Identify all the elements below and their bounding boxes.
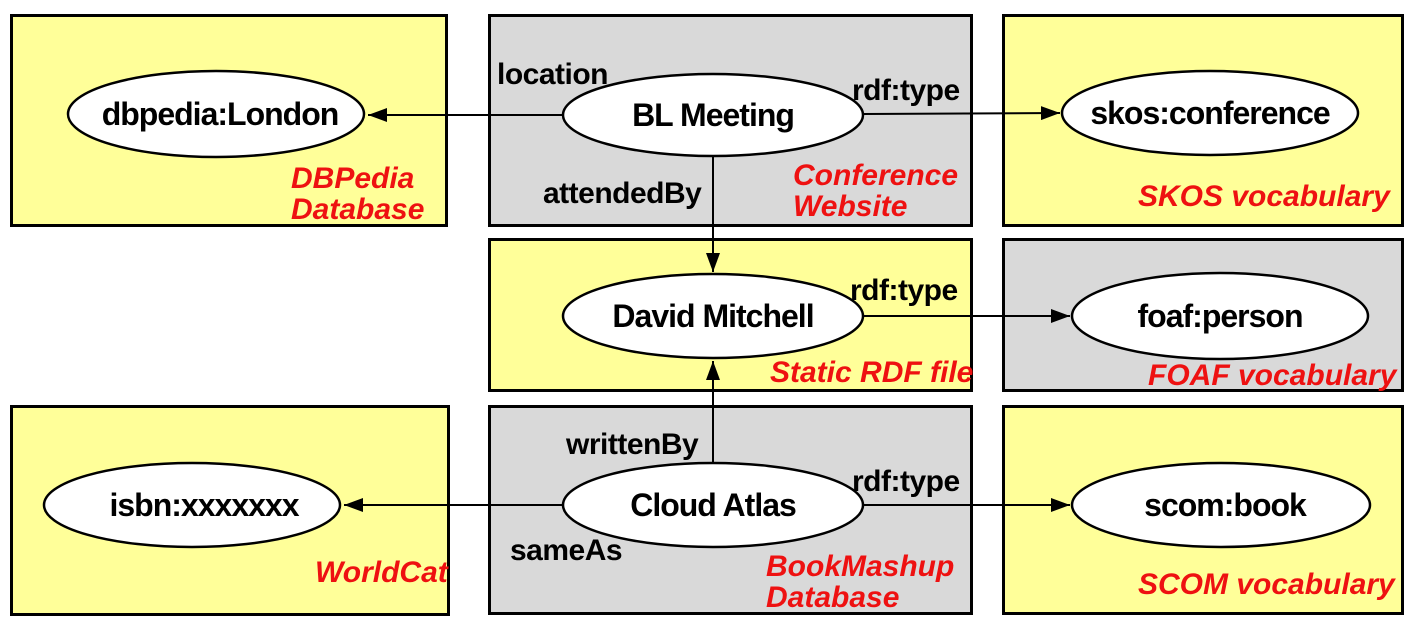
region-caption-bookmashup-database: BookMashup Database: [766, 551, 954, 613]
node-label-skos-conference: skos:conference: [1090, 95, 1330, 131]
region-caption-worldcat: WorldCat: [315, 557, 448, 588]
edge-label-rdf-type-person: rdf:type: [850, 274, 958, 307]
node-ellipse-dbpedia-london: [66, 69, 366, 159]
caption-line: FOAF vocabulary: [1148, 359, 1397, 392]
region-caption-conference-website: Conference Website: [793, 160, 958, 222]
node-label-cloud-atlas: Cloud Atlas: [630, 487, 796, 523]
region-caption-static-rdf-file: Static RDF file: [770, 357, 973, 388]
caption-line: Static RDF file: [770, 356, 974, 389]
region-caption-foaf-vocabulary: FOAF vocabulary: [1148, 360, 1396, 391]
caption-line: Conference: [793, 159, 959, 192]
node-label-david-mitchell: David Mitchell: [612, 298, 813, 334]
edge-label-attended-by: attendedBy: [543, 177, 702, 210]
node-label-scom-book: scom:book: [1144, 487, 1307, 523]
region-caption-dbpedia-database: DBPedia Database: [291, 163, 424, 225]
edge-label-rdf-type-book: rdf:type: [852, 465, 960, 498]
region-caption-scom-vocabulary: SCOM vocabulary: [1138, 569, 1395, 600]
node-ellipse-scom-book: [1070, 461, 1372, 549]
node-label-isbn: isbn:xxxxxxx: [109, 487, 299, 523]
caption-line: Website: [793, 190, 908, 223]
caption-line: Database: [766, 581, 900, 614]
edge-label-rdf-type-meeting: rdf:type: [852, 74, 960, 107]
node-ellipse-david-mitchell: [561, 272, 865, 360]
node-ellipse-cloud-atlas: [561, 461, 865, 549]
node-label-foaf-person: foaf:person: [1138, 298, 1303, 334]
node-label-bl-meeting: BL Meeting: [632, 97, 794, 133]
edge-label-written-by: writtenBy: [565, 428, 699, 461]
caption-line: Database: [291, 193, 425, 226]
region-caption-skos-vocabulary: SKOS vocabulary: [1138, 181, 1390, 212]
node-ellipse-bl-meeting: [561, 72, 865, 158]
caption-line: DBPedia: [291, 162, 415, 195]
node-ellipse-isbn: [42, 461, 342, 549]
caption-line: SCOM vocabulary: [1138, 568, 1395, 601]
node-ellipse-skos-conference: [1060, 69, 1360, 157]
caption-line: SKOS vocabulary: [1138, 180, 1390, 213]
edge-label-location: location: [497, 58, 608, 91]
caption-line: BookMashup: [766, 550, 955, 583]
edge-line-rdf-type-meeting: [862, 106, 1061, 121]
caption-line: WorldCat: [315, 556, 448, 589]
node-label-dbpedia-london: dbpedia:London: [102, 96, 339, 132]
node-ellipse-foaf-person: [1070, 271, 1370, 361]
edge-label-same-as: sameAs: [510, 534, 622, 567]
